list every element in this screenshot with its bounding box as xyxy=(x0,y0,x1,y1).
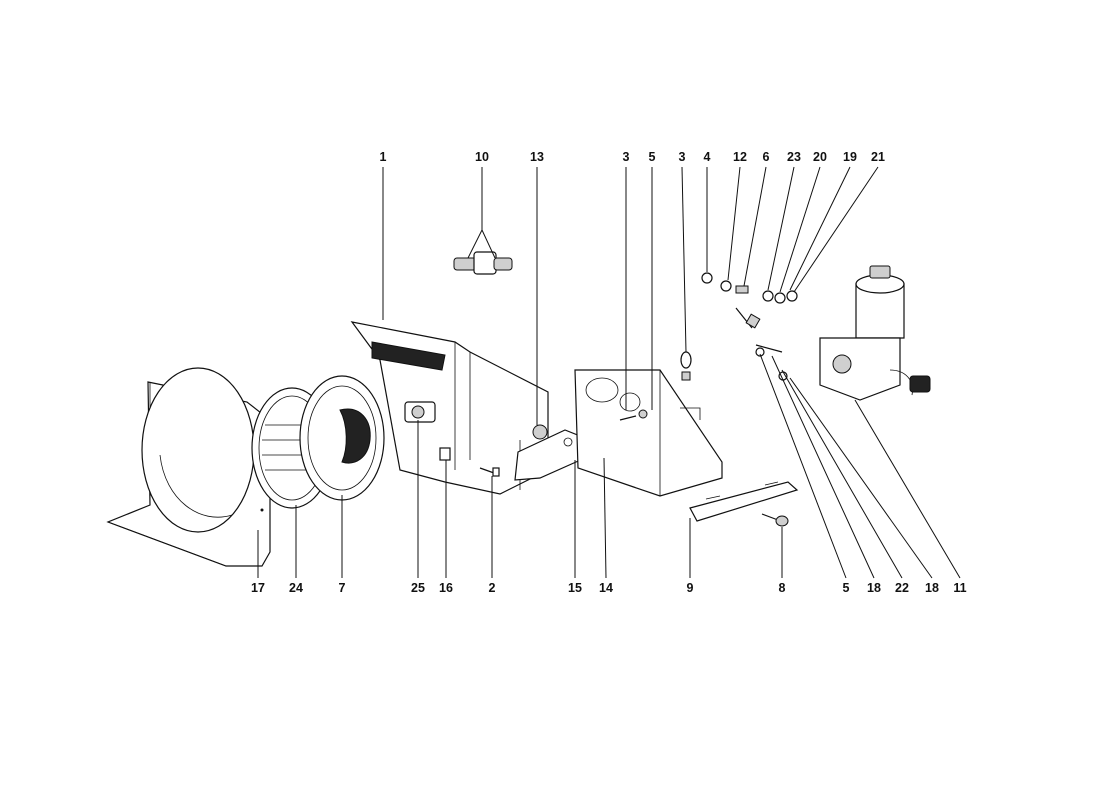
callout-label: 7 xyxy=(339,581,346,595)
callout-label: 14 xyxy=(599,581,613,595)
callouts-top: 1 10 13 3 5 3 4 12 6 23 20 19 21 xyxy=(380,150,885,164)
callout-label: 15 xyxy=(568,581,582,595)
callout-label: 18 xyxy=(925,581,939,595)
callout-label: 11 xyxy=(953,581,966,595)
part-screw-2 xyxy=(479,467,500,477)
callout-label: 8 xyxy=(779,581,786,595)
callout-label: 12 xyxy=(733,150,747,164)
part-screw-3 xyxy=(619,409,648,421)
callout-label: 18 xyxy=(867,581,881,595)
callout-label: 9 xyxy=(687,581,694,595)
callout-label: 5 xyxy=(843,581,850,595)
part-main-housing xyxy=(350,321,549,495)
part-linkage-rods xyxy=(735,307,788,381)
part-bulb-holder xyxy=(439,447,451,461)
part-motor xyxy=(819,265,931,401)
callout-label: 1 xyxy=(380,150,387,164)
callout-label: 3 xyxy=(679,150,686,164)
callout-label: 21 xyxy=(871,150,885,164)
callout-label: 20 xyxy=(813,150,827,164)
callouts-bottom: 17 24 7 25 16 2 15 14 9 8 5 18 22 18 11 xyxy=(251,581,967,595)
callout-label: 22 xyxy=(895,581,909,595)
part-bracket-plate xyxy=(689,481,799,522)
leader-lines xyxy=(257,166,961,579)
callout-label: 5 xyxy=(649,150,656,164)
callout-label: 23 xyxy=(787,150,801,164)
part-mounting-plate xyxy=(574,369,723,497)
part-linkage-hardware xyxy=(701,272,798,304)
callout-label: 17 xyxy=(251,581,265,595)
callout-label: 16 xyxy=(439,581,453,595)
callout-label: 13 xyxy=(530,150,544,164)
callout-label: 4 xyxy=(704,150,711,164)
callout-label: 25 xyxy=(411,581,425,595)
callout-label: 6 xyxy=(763,150,770,164)
callout-label: 2 xyxy=(489,581,496,595)
part-bolt-3-upper xyxy=(680,351,692,381)
part-bolt-8 xyxy=(761,513,789,527)
part-headlight-surround xyxy=(106,367,271,567)
callout-label: 10 xyxy=(475,150,489,164)
part-headlight-ring xyxy=(299,375,385,501)
callout-label: 24 xyxy=(289,581,303,595)
callout-label: 19 xyxy=(843,150,857,164)
part-bulb xyxy=(404,401,436,423)
callout-label: 3 xyxy=(623,150,630,164)
part-connector xyxy=(453,251,513,275)
